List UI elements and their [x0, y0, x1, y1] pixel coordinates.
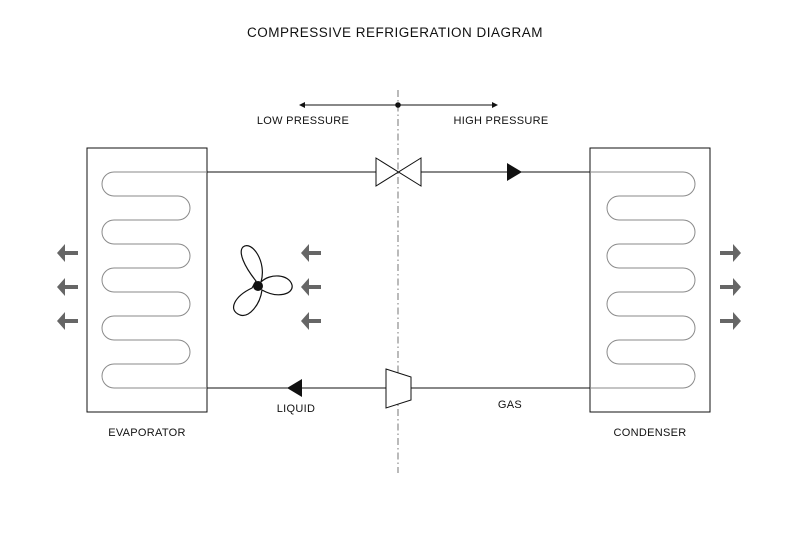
air-flow-arrow-icon [301, 312, 321, 330]
condenser-label: CONDENSER [614, 427, 687, 439]
condenser-box [589, 147, 711, 413]
fan-icon [233, 245, 293, 316]
air-flow-arrow-icon [301, 244, 321, 262]
air-flow-arrow-icon [301, 278, 321, 296]
pressure-right-arrowhead [492, 102, 498, 108]
low-pressure-label: LOW PRESSURE [257, 115, 349, 127]
evaporator [86, 147, 208, 413]
pressure-left-arrowhead [299, 102, 305, 108]
fan-hub [253, 281, 263, 291]
evaporator-coil [101, 171, 207, 389]
evaporator-box [86, 147, 208, 413]
air-flow-arrow-icon [57, 312, 78, 330]
evaporator-label: EVAPORATOR [108, 427, 186, 439]
condenser-air-arrows [720, 244, 741, 330]
diagram-title: COMPRESSIVE REFRIGERATION DIAGRAM [247, 25, 543, 40]
air-flow-arrow-icon [720, 312, 741, 330]
bottom-flow-arrow-icon [287, 379, 302, 397]
pressure-indicator [299, 102, 498, 108]
compressor-icon [385, 368, 412, 409]
pressure-center-dot [395, 102, 401, 108]
top-flow-arrow-icon [507, 163, 522, 181]
gas-label: GAS [498, 399, 522, 411]
air-flow-arrow-icon [57, 278, 78, 296]
liquid-label: LIQUID [277, 403, 315, 415]
expansion-valve-icon [375, 157, 422, 187]
air-flow-arrow-icon [720, 278, 741, 296]
fan-air-arrows [301, 244, 321, 330]
condenser [589, 147, 711, 413]
air-flow-arrow-icon [720, 244, 741, 262]
evaporator-air-arrows [57, 244, 78, 330]
air-flow-arrow-icon [57, 244, 78, 262]
condenser-coil [590, 171, 696, 389]
high-pressure-label: HIGH PRESSURE [454, 115, 549, 127]
